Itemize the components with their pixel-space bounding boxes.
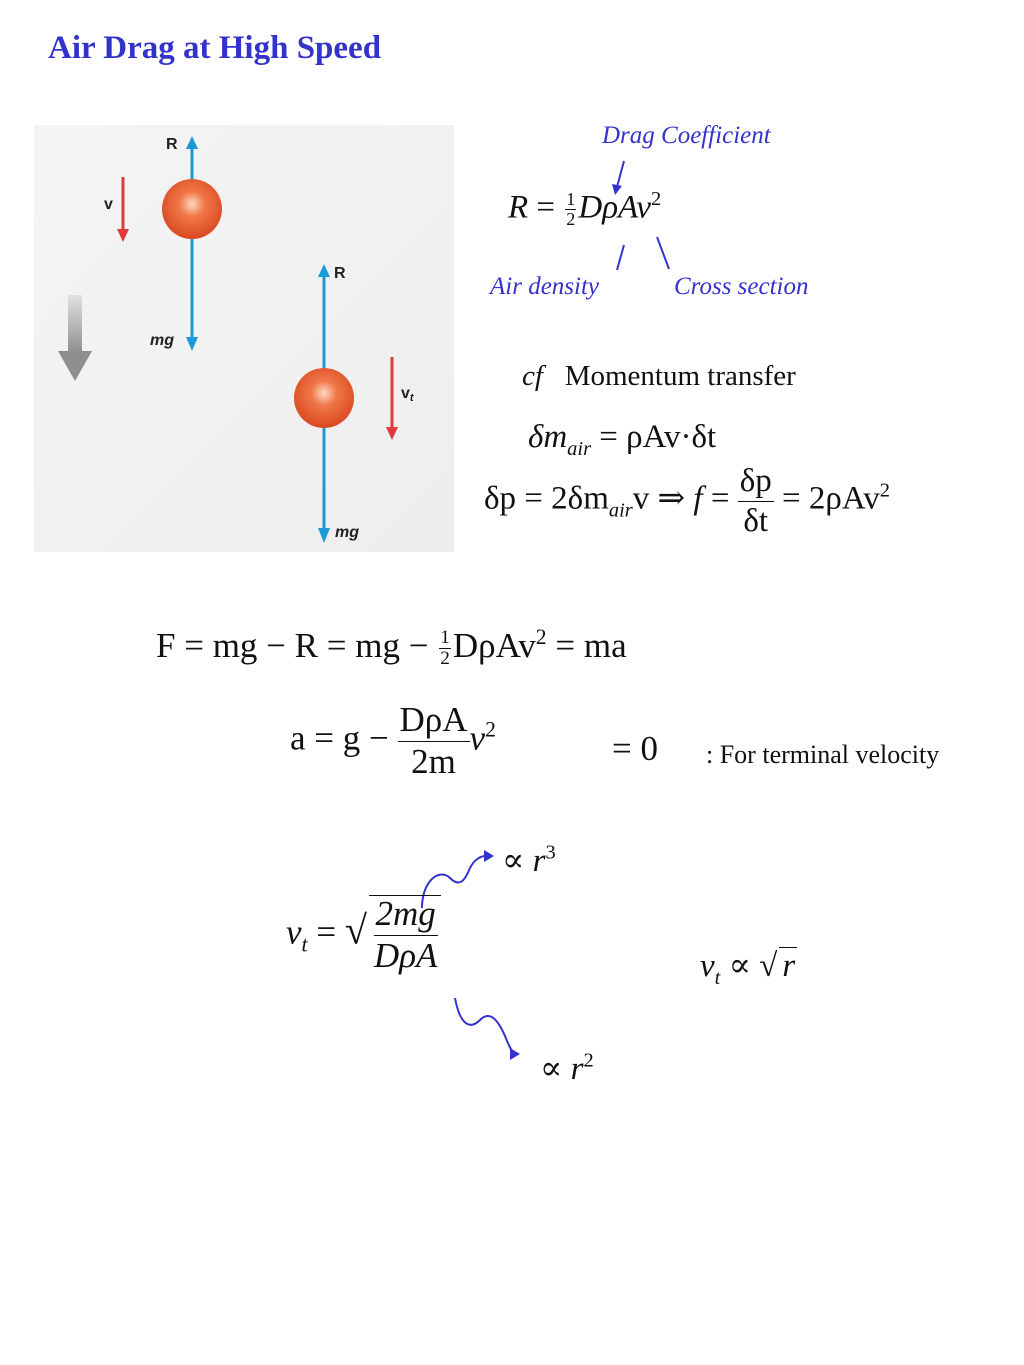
ball1-mg-label: mg (150, 332, 174, 349)
air-density-annotation: Air density (490, 273, 600, 300)
ball1-velocity-arrow (117, 177, 129, 242)
terminal-velocity-note: : For terminal velocity (706, 740, 940, 769)
ball-1 (162, 179, 222, 239)
ball2-velocity-arrow (386, 357, 398, 440)
ball1-mg-arrow (186, 235, 198, 351)
cross-section-annotation: Cross section (674, 273, 809, 300)
ball2-mg-label: mg (335, 524, 359, 541)
proportionality-pointers (421, 850, 520, 1060)
proportional-r-squared: ∝ r2 (540, 1049, 594, 1087)
page-title: Air Drag at High Speed (48, 30, 382, 66)
proportional-r-cubed: ∝ r3 (502, 841, 556, 879)
falling-direction-arrow (58, 295, 92, 381)
ball2-vt-label: vt (401, 385, 415, 404)
terminal-velocity-scaling: vt ∝ √r (700, 947, 798, 989)
momentum-transfer-heading: cf Momentum transfer (522, 360, 796, 392)
annotation-pointers (612, 160, 670, 271)
mass-of-air-equation: δmair = ρAv·δt (528, 419, 717, 460)
figure-svg: R v mg R vt mg (34, 125, 454, 552)
ball1-R-label: R (166, 136, 178, 153)
drag-coefficient-annotation: Drag Coefficient (602, 122, 771, 149)
free-body-figure: R v mg R vt mg (34, 125, 454, 552)
ball1-v-label: v (104, 196, 113, 213)
ball-2 (294, 368, 354, 428)
ball2-R-label: R (334, 265, 346, 282)
ball2-R-arrow (318, 264, 330, 368)
equals-zero: = 0 (612, 729, 658, 768)
ball2-mg-arrow (318, 428, 330, 543)
figure-background (34, 125, 454, 552)
